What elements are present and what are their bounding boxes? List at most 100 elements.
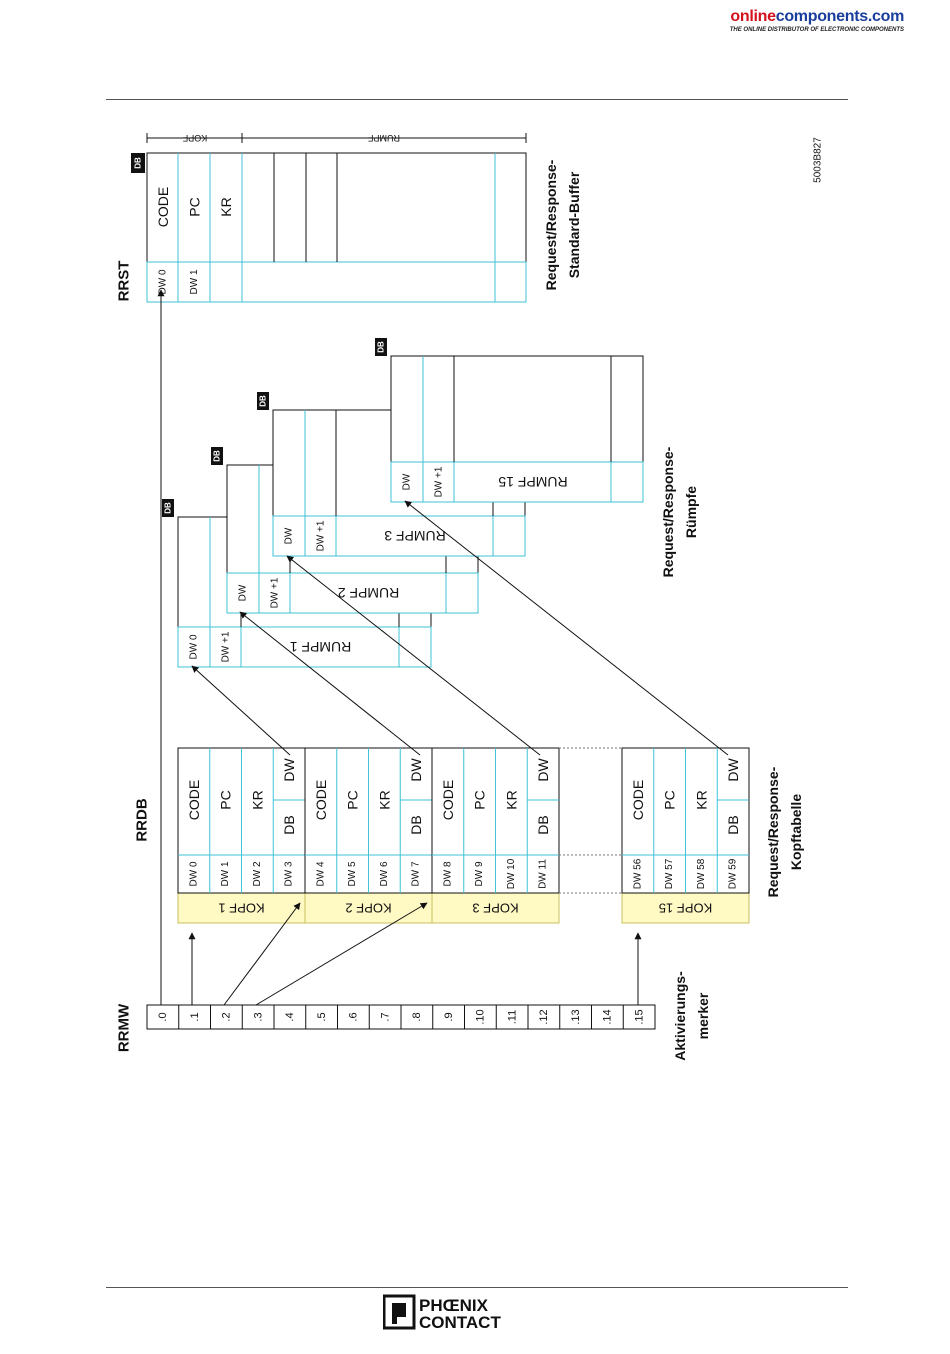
rumpf-db-tag-label: DB xyxy=(164,502,173,514)
kopf-field-label: KR xyxy=(693,790,709,809)
rrmw-bit-label: .8 xyxy=(411,1012,423,1021)
kopf-field-label: DW xyxy=(725,758,741,782)
rrmw-bit-label: .13 xyxy=(570,1009,582,1024)
kopf-dw-label: DW 1 xyxy=(220,861,231,886)
kopf-dw-label: DW 5 xyxy=(347,861,358,886)
rumpf-name-label: RUMPF 2 xyxy=(338,585,400,601)
rrmw-bit-label: .3 xyxy=(252,1012,264,1021)
kopf-dw-label: DW 10 xyxy=(506,858,517,889)
rumpf-dw-a-label: DW xyxy=(402,473,413,490)
rumpf-name-label: RUMPF 3 xyxy=(384,528,446,544)
brand-header: onlinecomponents.com THE ONLINE DISTRIBU… xyxy=(729,8,905,33)
kopf-name-cell xyxy=(431,892,560,924)
rumpf-db-tag xyxy=(375,338,387,356)
rumpf-db-tag-label: DB xyxy=(259,395,268,407)
label-rrst: RRST xyxy=(116,261,133,302)
kopf-field-label: DW xyxy=(535,758,551,782)
kopf-field-label: CODE xyxy=(186,780,202,820)
kopf-field-label: DW xyxy=(408,758,424,782)
label-merker: merker xyxy=(695,992,711,1039)
rrmw-bit-label: .1 xyxy=(189,1012,201,1021)
rumpf-db-tag-label: DB xyxy=(377,341,386,353)
kopf-dw-label: DW 59 xyxy=(728,858,739,889)
rrmw-bit-label: .12 xyxy=(538,1009,550,1024)
rumpf-db-tag-label: DB xyxy=(213,450,222,462)
rumpf-dw-b-label: DW +1 xyxy=(221,631,232,662)
kopf-name-label: KOPF 1 xyxy=(218,901,264,916)
arrow-bit2-to-kopf2 xyxy=(223,902,301,1006)
kopf-name-label: KOPF 2 xyxy=(345,901,391,916)
rrmw-bit-label: .14 xyxy=(602,1009,614,1024)
kopf-dw-label: DW 56 xyxy=(632,858,643,889)
rrst-dw-label: DW 1 xyxy=(189,269,200,294)
kopf-name-label: KOPF 3 xyxy=(472,901,518,916)
rrmw-bit-label: .6 xyxy=(348,1012,360,1021)
kopf-field-label: KR xyxy=(376,790,392,809)
rumpf-dw-b-label: DW +1 xyxy=(434,466,445,497)
label-rrmw: RRMW xyxy=(116,1003,133,1052)
rrmw-bit-label: .7 xyxy=(379,1012,391,1021)
kopf-dw-label: DW 6 xyxy=(379,861,390,886)
arrow-kopf3-to-rumpf3 xyxy=(286,555,541,756)
logo-line-2: CONTACT xyxy=(419,1313,501,1332)
rrst-db-tag xyxy=(131,153,145,173)
kopf-dw-label: DW 2 xyxy=(252,861,263,886)
rumpf-band xyxy=(226,572,479,614)
rrmw-bit-label: .4 xyxy=(284,1012,296,1021)
kopf-field-label: CODE xyxy=(313,780,329,820)
phoenix-logo-icon: PHŒNIX CONTACT xyxy=(382,1294,501,1332)
label-figure-id: 5003B827 xyxy=(813,137,824,183)
kopf-db-label: DB xyxy=(281,815,297,834)
rumpf-dw-a-label: DW xyxy=(284,527,295,544)
rumpf-db-tag xyxy=(257,392,269,410)
label-aktivierungs: Aktivierungs- xyxy=(672,971,688,1061)
label-kopftabelle-1: Request/Response- xyxy=(765,766,781,897)
rrst-dw-label: DW 0 xyxy=(158,269,169,294)
rrst-db-tag-label: DB xyxy=(134,157,143,169)
arrow-bit3-to-kopf3 xyxy=(255,902,428,1006)
kopf-field-label: PC xyxy=(472,790,488,809)
kopf-name-cell xyxy=(621,892,750,924)
rumpf-db-tag xyxy=(211,447,223,465)
kopf-field-label: DW xyxy=(281,758,297,782)
rumpf-band xyxy=(390,461,644,503)
kopf-dw-label: DW 58 xyxy=(696,858,707,889)
kopf-field-label: PC xyxy=(345,790,361,809)
kopf-field-label: PC xyxy=(218,790,234,809)
kopf-field-label: CODE xyxy=(440,780,456,820)
kopf-dw-label: DW 8 xyxy=(442,861,453,886)
rumpf-name-label: RUMPF 1 xyxy=(290,639,352,655)
label-ruempfe-2: Rümpfe xyxy=(683,486,699,538)
rumpf-block-frame xyxy=(390,355,644,503)
rumpf-bracket-label: RUMPF xyxy=(368,133,400,143)
rumpf-db-tag xyxy=(162,499,174,517)
kopf-dw-label: DW 0 xyxy=(188,861,199,886)
kopf-db-label: DB xyxy=(408,815,424,834)
kopf-dw-label: DW 4 xyxy=(315,861,326,886)
rrmw-bit-label: .9 xyxy=(443,1012,455,1021)
kopf-field-label: KR xyxy=(249,790,265,809)
rumpf-dw-b-label: DW +1 xyxy=(270,577,281,608)
brand-tagline: THE ONLINE DISTRIBUTOR OF ELECTRONIC COM… xyxy=(729,27,904,33)
brand-wordmark[interactable]: onlinecomponents.com xyxy=(730,8,904,26)
rumpf-band xyxy=(272,515,526,557)
rrst-dw-band xyxy=(146,261,527,303)
kopf-dw-label: DW 9 xyxy=(474,861,485,886)
rumpf-dw-b-label: DW +1 xyxy=(316,520,327,551)
rrmw-bit-label: .15 xyxy=(633,1009,645,1024)
kopf-name-label: KOPF 15 xyxy=(659,901,712,916)
kopf-dw-label: DW 7 xyxy=(411,861,422,886)
kopf-dw-label: DW 57 xyxy=(664,858,675,889)
rumpf-dw-a-label: DW 0 xyxy=(189,634,200,659)
logo-line-1: PHŒNIX xyxy=(419,1296,489,1315)
rrst-field-label: KR xyxy=(218,197,234,216)
kopf-db-label: DB xyxy=(535,815,551,834)
top-rule xyxy=(106,99,848,100)
rrmw-bit-label: .2 xyxy=(221,1012,233,1021)
rrmw-bit-label: .10 xyxy=(475,1009,487,1024)
brand-part-components: components.com xyxy=(775,8,905,25)
label-std-buffer-2: Standard-Buffer xyxy=(566,171,582,278)
rumpf-name-label: RUMPF 15 xyxy=(498,474,567,490)
kopf-db-label: DB xyxy=(725,815,741,834)
